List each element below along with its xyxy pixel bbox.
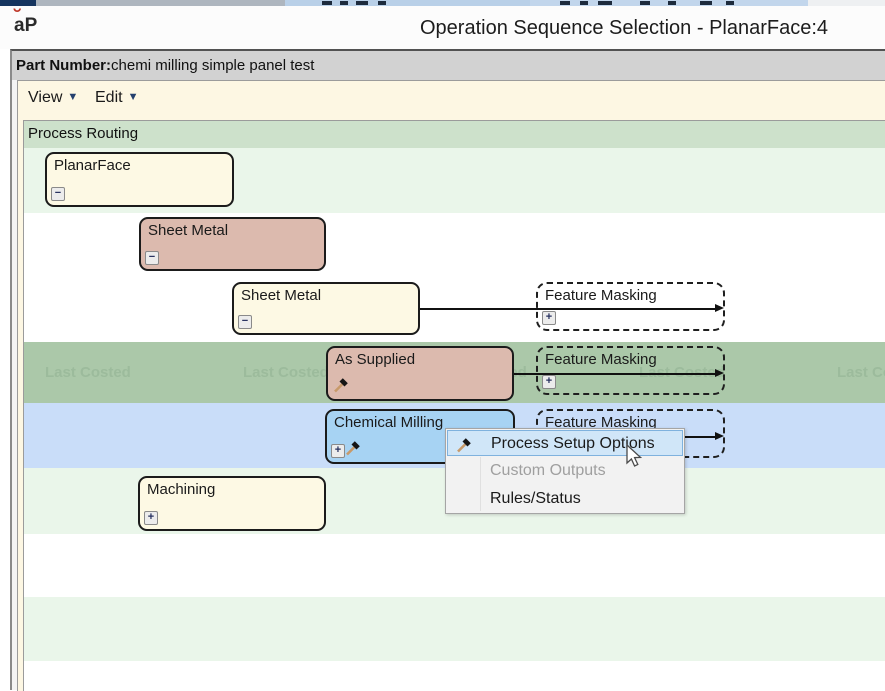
background-window-text-fragment — [726, 1, 734, 5]
menu-item-rules-status[interactable]: Rules/Status — [490, 490, 581, 507]
canvas-row — [24, 121, 885, 148]
menu-item-process-setup-options[interactable]: Process Setup Options — [447, 430, 683, 456]
process-routing-canvas: Process Routing Last Costed Last Costed La… — [23, 120, 885, 691]
background-window-segment — [0, 0, 36, 6]
routing-panel: View▼ Edit▼ Process Routing Last Costed L… — [17, 80, 885, 691]
node-sheet-metal[interactable]: Sheet Metal − — [232, 282, 420, 335]
node-label: Chemical Milling — [334, 414, 444, 431]
node-sheet-metal[interactable]: Sheet Metal − — [139, 217, 326, 271]
node-feature-masking[interactable]: Feature Masking + — [536, 282, 725, 331]
node-label: As Supplied — [335, 351, 416, 368]
canvas-row — [24, 661, 885, 689]
canvas-row — [24, 597, 885, 661]
node-label: Machining — [147, 481, 216, 498]
background-window-text-fragment — [580, 1, 588, 5]
background-window-text-fragment — [598, 1, 612, 5]
expand-toggle[interactable]: + — [542, 311, 556, 325]
hammer-icon — [333, 377, 349, 397]
last-costed-watermark: Last Costed — [243, 364, 329, 381]
background-window-text-fragment — [322, 1, 332, 5]
node-label: Feature Masking — [545, 287, 657, 304]
node-label: Sheet Metal — [148, 222, 229, 239]
menu-edit[interactable]: Edit▼ — [95, 89, 139, 106]
arrowhead-icon — [715, 369, 724, 377]
menu-gutter-separator — [480, 457, 481, 511]
background-window-text-fragment — [668, 1, 676, 5]
apriori-logo-icon: ˘aP — [14, 5, 38, 36]
menu-item-custom-outputs: Custom Outputs — [490, 462, 606, 479]
arrowhead-icon — [715, 304, 724, 312]
menu-view[interactable]: View▼ — [28, 89, 79, 106]
collapse-toggle[interactable]: − — [145, 251, 159, 265]
hammer-icon — [456, 436, 472, 461]
expand-toggle[interactable]: + — [144, 511, 158, 525]
background-window-sliver — [0, 0, 885, 6]
last-costed-watermark: Last Costed — [639, 364, 725, 381]
background-window-text-fragment — [378, 1, 386, 5]
background-window-text-fragment — [640, 1, 650, 5]
part-number-bar: Part Number:chemi milling simple panel t… — [12, 51, 885, 80]
background-window-text-fragment — [560, 1, 570, 5]
dialog-titlebar: ˘aP Operation Sequence Selection - Plana… — [0, 5, 885, 49]
connector-line — [420, 308, 718, 310]
canvas-row — [24, 534, 885, 597]
mouse-cursor — [626, 443, 643, 473]
node-machining[interactable]: Machining + — [138, 476, 326, 531]
background-window-text-fragment — [356, 1, 368, 5]
background-window-text-fragment — [700, 1, 712, 5]
background-window-text-fragment — [340, 1, 348, 5]
node-as-supplied[interactable]: As Supplied — [326, 346, 514, 401]
collapse-toggle[interactable]: − — [238, 315, 252, 329]
node-feature-masking[interactable]: Feature Masking + — [536, 346, 725, 395]
arrowhead-icon — [715, 432, 724, 440]
part-number-value: chemi milling simple panel test — [111, 57, 315, 74]
node-planarface[interactable]: PlanarFace − — [45, 152, 234, 207]
collapse-toggle[interactable]: − — [51, 187, 65, 201]
chevron-down-icon: ▼ — [67, 91, 79, 103]
node-label: Feature Masking — [545, 414, 657, 431]
part-number-label: Part Number: — [16, 57, 112, 74]
connector-line — [514, 373, 718, 375]
process-routing-header: Process Routing — [28, 125, 139, 142]
background-window-segment — [285, 0, 530, 6]
background-window-segment — [36, 0, 285, 6]
chevron-down-icon: ▼ — [127, 91, 139, 103]
connector-arrow — [514, 369, 724, 377]
hammer-icon — [345, 440, 361, 460]
node-label: Feature Masking — [545, 351, 657, 368]
window-title: Operation Sequence Selection - PlanarFac… — [420, 17, 829, 39]
logo-breve-mark: ˘ — [14, 5, 22, 30]
node-label: PlanarFace — [54, 157, 131, 174]
last-costed-watermark: Last Costed — [45, 364, 131, 381]
node-label: Sheet Metal — [241, 287, 322, 304]
menu-bar: View▼ Edit▼ — [18, 81, 885, 119]
expand-toggle[interactable]: + — [542, 375, 556, 389]
last-costed-watermark: Last Costed — [837, 364, 885, 381]
operation-sequence-dialog: Part Number:chemi milling simple panel t… — [10, 49, 885, 691]
background-window-segment — [808, 0, 885, 6]
connector-arrow — [420, 304, 724, 312]
expand-toggle[interactable]: + — [331, 444, 345, 458]
